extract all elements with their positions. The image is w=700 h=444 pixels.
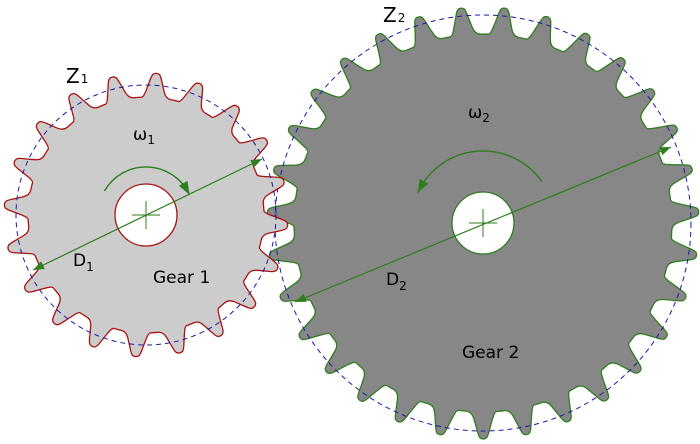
gear-1-teeth-label: Z1: [66, 64, 88, 88]
gear-1-diameter-label: D1: [73, 251, 94, 274]
gear-2-teeth-label: Z2: [383, 3, 405, 27]
gear-1-diameter-arrowhead-start: [33, 261, 45, 270]
gear-2-pitch-circle: [274, 14, 692, 432]
gear-2-diameter-line: [294, 146, 672, 303]
gear-2-diameter-label: D2: [386, 270, 407, 293]
gear-1-pitch-circle: [15, 84, 277, 346]
gear-1-rotation-arrow: [103, 166, 191, 195]
gear-2-diameter-arrowhead-end: [659, 147, 671, 156]
gear-1: [3, 72, 289, 358]
gear-1-diameter-arrowhead-end: [250, 159, 262, 168]
gear-1-name-label: Gear 1: [153, 268, 210, 288]
gear-2-omega-label: ω2: [468, 103, 490, 125]
gear-2: [266, 7, 700, 440]
gear-1-diameter-line: [32, 158, 263, 271]
gear-2-center-mark: [469, 209, 497, 237]
gear-1-omega-label: ω1: [133, 125, 155, 147]
gear-1-rotation-arrowhead: [178, 180, 190, 195]
gear-2-rotation-arrow: [417, 150, 543, 193]
gear-2-diameter-arrowhead-start: [295, 293, 307, 302]
gear-2-name-label: Gear 2: [462, 343, 519, 363]
gear-2-rotation-arrowhead: [417, 178, 429, 193]
